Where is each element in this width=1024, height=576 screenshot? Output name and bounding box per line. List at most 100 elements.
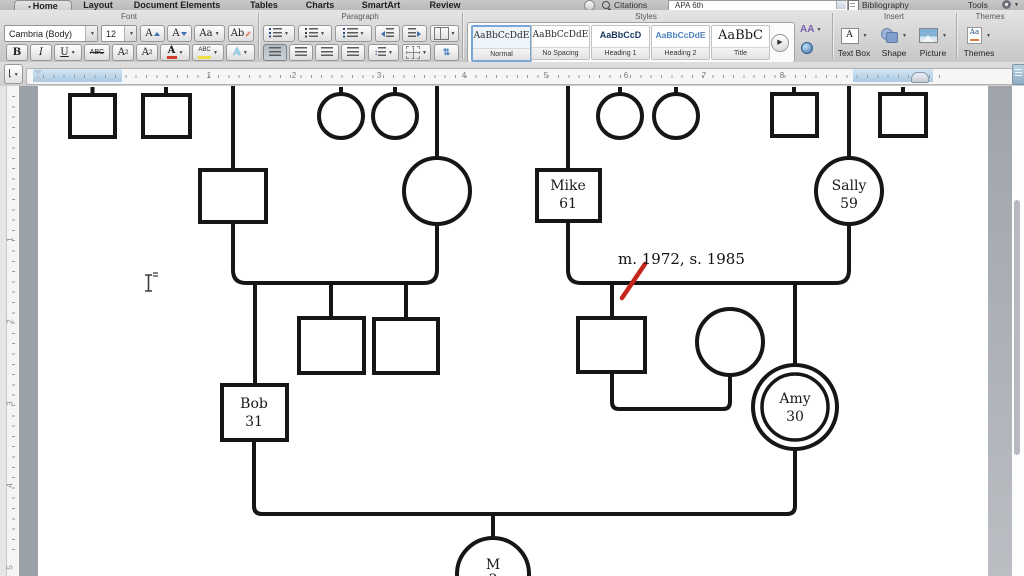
male-shape[interactable] [141,93,192,139]
insert-shape-button[interactable]: ▼ Shape [876,23,912,61]
indent-lines-icon [408,28,416,39]
tab-home[interactable]: ▪Home [14,0,72,11]
female-shape[interactable] [695,307,765,377]
font-color-button[interactable]: A▼ [160,44,190,61]
align-left-button[interactable] [263,44,287,61]
grandfather-shape[interactable] [198,168,268,224]
scrollbar-track[interactable] [1012,86,1024,576]
male-shape[interactable] [576,316,647,374]
subscript-mark: 2 [148,49,153,56]
bold-button[interactable]: B [6,44,28,61]
tab-layout[interactable]: Layout [76,0,120,10]
align-center-button[interactable] [289,44,313,61]
marriage-line-left[interactable] [231,222,439,285]
marriage-line-bottom[interactable] [252,440,797,516]
bullets-button[interactable]: ▼ [263,25,295,42]
insert-text-box-button[interactable]: A▼ Text Box [834,23,874,61]
font-family-select[interactable]: Cambria (Body) ▼ [4,25,98,42]
change-case-button[interactable]: Aa▼ [194,25,225,42]
style-heading-2[interactable]: AaBbCcDdE Heading 2 [651,25,710,60]
shape-label: Shape [881,48,907,58]
align-right-button[interactable] [315,44,339,61]
chevron-down-icon[interactable]: ▼ [85,26,97,41]
bibliography-button[interactable]: Bibliography [862,0,909,10]
tab-document-elements[interactable]: Document Elements [124,0,230,10]
borders-button[interactable]: ▼ [402,44,431,61]
numbering-button[interactable]: ▼ [298,25,332,42]
decrease-indent-button[interactable] [375,25,400,42]
align-center-icon [295,47,307,58]
sort-button[interactable]: ⇅ [434,44,459,61]
scrollbar-thumb[interactable] [1014,200,1020,455]
justify-button[interactable] [341,44,365,61]
male-shape[interactable] [68,93,117,139]
clear-formatting-icon: Ab [230,28,245,39]
right-margin-gutter [988,86,1012,576]
partnership-line[interactable] [610,372,732,411]
document-page[interactable]: Mike 61 Sally 59 Bob 31 Amy 30 M 3 m. 19… [38,86,988,576]
shrink-font-button[interactable]: A [167,25,192,42]
columns-button[interactable]: ▼ [430,25,459,42]
style-normal[interactable]: AaBbCcDdE Normal [471,25,532,62]
insert-picture-button[interactable]: ▼ Picture [914,23,952,61]
chevron-down-icon: ▼ [816,27,822,33]
grandmother-shape[interactable] [402,156,472,226]
change-styles-button[interactable]: AA▼ [800,22,826,38]
female-shape[interactable] [596,92,644,140]
youngest-shape[interactable] [455,536,531,576]
tab-review[interactable]: Review [420,0,470,10]
style-title[interactable]: AaBbC Title [711,25,770,60]
styles-more-button[interactable]: ▶ [771,34,789,52]
tab-document-elements-label: Document Elements [133,0,221,10]
male-shape[interactable] [297,316,366,375]
indent-marker[interactable] [34,70,42,81]
multilevel-list-button[interactable]: ▼ [335,25,372,42]
stepper-icon[interactable] [836,1,846,9]
underline-icon: U [60,47,69,58]
male-shape[interactable] [878,92,928,138]
female-shape[interactable] [317,92,365,140]
ruler-number: 4 [461,71,467,80]
picture-label: Picture [919,48,947,58]
tab-tables[interactable]: Tables [240,0,288,10]
chevron-down-icon[interactable]: ▼ [124,26,136,41]
separation-slash[interactable] [619,261,648,301]
text-effects-button[interactable]: A▼ [226,44,255,61]
font-size-select[interactable]: 12 ▼ [101,25,137,42]
increase-indent-button[interactable] [402,25,427,42]
marriage-annotation[interactable]: m. 1972, s. 1985 [618,250,745,268]
text-cursor-icon [145,272,158,292]
right-indent-marker[interactable] [911,72,929,83]
line-spacing-button[interactable]: ↕▼ [368,44,399,61]
horizontal-ruler[interactable]: 1 2 3 4 5 6 7 8 [26,68,1014,85]
citations-label[interactable]: Citations [614,0,648,10]
tab-stop-selector[interactable]: ⌊▼ [4,64,23,84]
bob-shape[interactable] [220,383,289,442]
manage-styles-button[interactable] [801,42,813,54]
male-shape[interactable] [372,317,440,375]
grow-font-button[interactable]: A [140,25,165,42]
female-shape[interactable] [652,92,700,140]
female-shape[interactable] [371,92,419,140]
amy-inner-shape[interactable] [760,372,830,442]
scrollbar-top-icon[interactable] [1012,64,1024,85]
themes-button[interactable]: Aa▼ Themes [958,23,1000,61]
highlight-button[interactable]: ABC▼ [192,44,224,61]
tab-charts[interactable]: Charts [296,0,344,10]
gear-icon[interactable] [1002,0,1011,9]
style-heading-1[interactable]: AaBbCcD Heading 1 [591,25,650,60]
marriage-line-right[interactable] [566,221,851,285]
style-no-spacing[interactable]: AaBbCcDdE No Spacing [531,25,590,60]
eraser-icon [245,30,252,37]
male-shape[interactable] [770,92,819,138]
italic-button[interactable]: I [30,44,52,61]
tab-smartart[interactable]: SmartArt [350,0,412,10]
strikethrough-button[interactable]: ABC [84,44,110,61]
tools-label[interactable]: Tools [968,0,988,10]
amy-outer-shape[interactable] [751,363,839,451]
gear-dropdown-icon[interactable]: ▼ [1014,2,1019,8]
clear-formatting-button[interactable]: Ab [228,25,254,42]
underline-button[interactable]: U▼ [54,44,82,61]
